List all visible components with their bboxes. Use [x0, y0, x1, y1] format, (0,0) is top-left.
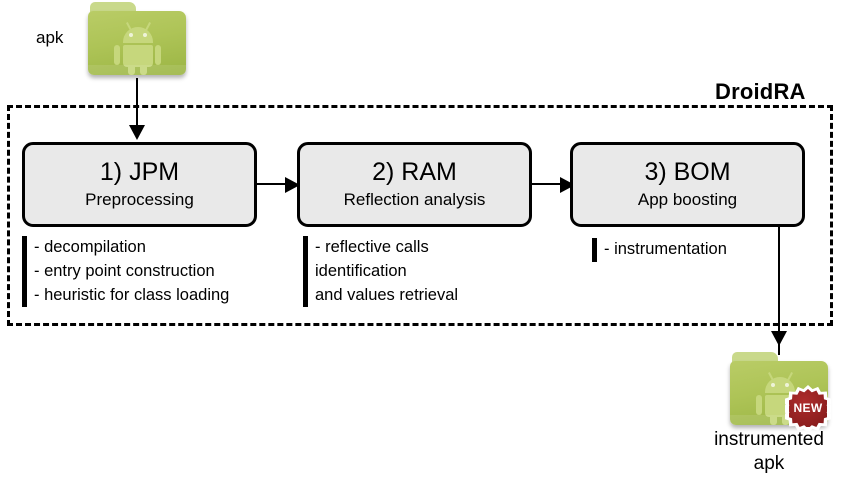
step-details-bom: - instrumentation: [592, 238, 792, 262]
robot-eye-left: [771, 383, 775, 387]
detail-line: - reflective calls: [315, 238, 429, 256]
connector-jpm-ram-line: [257, 183, 287, 185]
robot-head: [765, 377, 795, 393]
robot-eye-right: [785, 383, 789, 387]
android-folder-icon-output: NEW: [730, 352, 831, 431]
output-apk-label: instrumented apk: [714, 429, 824, 475]
droidra-boundary: [7, 105, 833, 326]
robot-leg-left: [770, 415, 777, 425]
detail-line: - decompilation: [34, 238, 146, 256]
robot-eye-left: [129, 33, 133, 37]
robot-arm-left: [114, 45, 120, 65]
connector-ram-bom-line: [532, 183, 562, 185]
new-badge-icon: NEW: [785, 385, 831, 431]
detail-line: and values retrieval: [315, 285, 459, 304]
detail-line: - instrumentation: [604, 240, 727, 258]
robot-head: [123, 27, 153, 43]
step-title: 3) BOM: [644, 157, 731, 186]
step-box-jpm[interactable]: 1) JPM Preprocessing: [22, 142, 257, 227]
output-arrow-head: [771, 331, 787, 346]
detail-line: identification: [315, 261, 407, 280]
input-apk-label: apk: [36, 28, 64, 47]
step-subtitle: App boosting: [637, 190, 738, 210]
robot-leg-right: [140, 65, 147, 75]
connector-jpm-ram-head: [285, 177, 300, 193]
badge-label: NEW: [793, 401, 823, 415]
robot-eye-right: [143, 33, 147, 37]
input-arrow-line: [136, 78, 138, 128]
output-arrow-line: [778, 227, 780, 355]
step-details-jpm: - decompilation - entry point constructi…: [22, 236, 292, 308]
step-title: 2) RAM: [372, 157, 457, 186]
step-subtitle: Reflection analysis: [343, 190, 486, 210]
input-arrow-head: [129, 125, 145, 140]
detail-line: - heuristic for class loading: [34, 285, 230, 304]
android-folder-icon: [88, 2, 186, 78]
detail-line: - entry point construction: [34, 261, 215, 280]
badge-star-fill: [789, 389, 827, 427]
step-title: 1) JPM: [99, 157, 180, 186]
step-box-bom[interactable]: 3) BOM App boosting: [570, 142, 805, 227]
robot-arm-left: [756, 395, 762, 415]
step-details-ram: - reflective calls identification and va…: [303, 236, 538, 308]
step-box-ram[interactable]: 2) RAM Reflection analysis: [297, 142, 532, 227]
robot-leg-left: [128, 65, 135, 75]
droidra-title: DroidRA: [715, 79, 806, 104]
robot-arm-right: [155, 45, 161, 65]
robot-torso: [123, 45, 153, 67]
step-subtitle: Preprocessing: [85, 190, 194, 210]
android-robot-icon: [114, 22, 161, 75]
folder-body: [88, 11, 186, 75]
